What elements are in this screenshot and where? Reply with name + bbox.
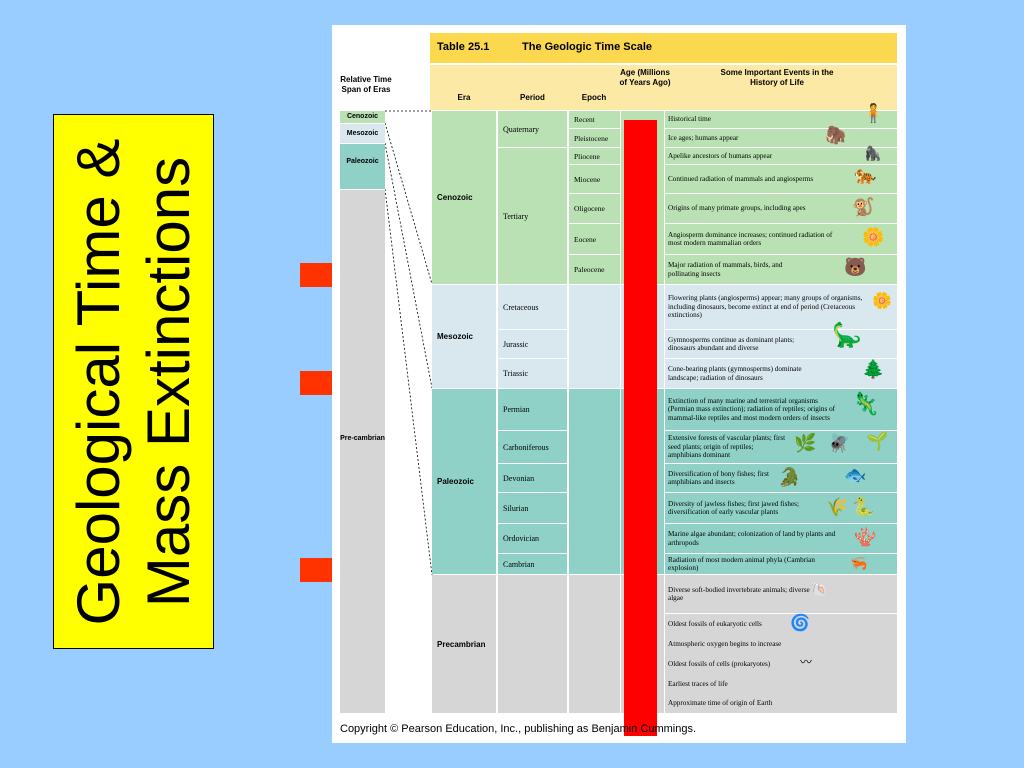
epoch-pliocene: Pliocene [569, 148, 620, 164]
flower-icon: 🌼 [862, 227, 885, 247]
period-jurassic: Jurassic [498, 330, 567, 358]
period-tertiary: Tertiary [498, 148, 567, 284]
col-period: Period [520, 93, 545, 102]
person-icon: 🧍 [862, 103, 885, 123]
event-row: Apelike ancestors of humans appear [665, 148, 897, 164]
era-connector-lines [385, 110, 433, 576]
monkey-icon: 🐒 [852, 197, 875, 217]
tiger-icon: 🐅 [854, 165, 877, 185]
table-name: The Geologic Time Scale [522, 41, 653, 53]
relative-mesozoic: Mesozoic [340, 124, 385, 143]
event-row: Gymnosperms continue as dominant plants;… [665, 330, 897, 358]
event-row: Extensive forests of vascular plants; fi… [665, 431, 897, 463]
period-precambrian-blank [498, 575, 567, 713]
period-ordovician: Ordovician [498, 524, 567, 553]
ape-icon: 🦍 [864, 145, 882, 161]
event-row: Earliest traces of life [665, 674, 897, 694]
event-row: Radiation of most modern animal phyla (C… [665, 554, 897, 574]
period-silurian: Silurian [498, 493, 567, 523]
red-highlight-bar [624, 120, 657, 736]
col-relative-span: Relative Time Span of Eras [340, 75, 392, 94]
era-cenozoic: Cenozoic [432, 111, 496, 284]
eukaryotic-cell-icon: 🌀 [790, 615, 810, 632]
era-mesozoic: Mesozoic [432, 285, 496, 388]
epoch-paleocene: Paleocene [569, 255, 620, 284]
col-epoch: Epoch [581, 93, 607, 102]
era-precambrian: Precambrian [432, 575, 496, 713]
event-row: Diversification of bony fishes; first am… [665, 464, 897, 492]
slide-title-box: Geological Time & Mass Extinctions [53, 114, 214, 649]
geologic-time-scale-table: Table 25.1 The Geologic Time Scale Era P… [332, 25, 906, 743]
period-triassic: Triassic [498, 359, 567, 388]
slide-title: Geological Time & Mass Extinctions [64, 122, 204, 642]
period-cretaceous: Cretaceous [498, 285, 567, 329]
event-row: Oldest fossils of cells (prokaryotes) [665, 654, 897, 674]
period-cambrian: Cambrian [498, 554, 567, 574]
event-row: Major radiation of mammals, birds, and p… [665, 255, 897, 284]
col-events: Some Important Events in the History of … [720, 68, 834, 87]
event-row: Diversity of jawless fishes; first jawed… [665, 493, 897, 523]
mammoth-icon: 🦣 [824, 125, 847, 145]
fish-icon: 🐟 [844, 465, 867, 485]
period-devonian: Devonian [498, 464, 567, 492]
epoch-oligocene: Oligocene [569, 194, 620, 223]
relative-precambrian: Pre-cambrian [340, 190, 385, 713]
early-plant-icon: 🌾 [826, 497, 849, 517]
slide-title-line-1: Geological Time & [64, 138, 132, 625]
relative-paleozoic: Paleozoic [340, 144, 385, 189]
conifer-icon: 🌲 [862, 359, 885, 379]
period-permian: Permian [498, 389, 567, 430]
dinosaur-icon: 🦕 [832, 322, 862, 349]
event-row: Continued radiation of mammals and angio… [665, 165, 897, 193]
event-row: Atmospheric oxygen begins to increase [665, 634, 897, 654]
event-row: Marine algae abundant; colonization of l… [665, 524, 897, 553]
event-row: Flowering plants (angiosperms) appear; m… [665, 285, 897, 329]
algae-icon: 🪸 [854, 527, 877, 547]
col-age: Age (Millions of Years Ago) [619, 68, 671, 87]
epoch-mesozoic-blank [569, 285, 620, 388]
event-row: Angiosperm dominance increases; continue… [665, 224, 897, 254]
copyright-notice: Copyright © Pearson Education, Inc., pub… [340, 723, 697, 735]
event-row: Extinction of many marine and terrestria… [665, 389, 897, 430]
era-paleozoic: Paleozoic [432, 389, 496, 574]
amphibian-icon: 🐊 [778, 467, 801, 487]
dragonfly-icon: 🪰 [828, 433, 851, 453]
epoch-recent: Recent [569, 111, 620, 128]
marine-animal-icon: 🦐 [850, 555, 868, 571]
table-header: Table 25.1 The Geologic Time Scale [430, 33, 897, 63]
reptile-icon: 🦎 [852, 391, 880, 416]
relative-cenozoic: Cenozoic [340, 111, 385, 123]
plant-icon: 🌱 [866, 431, 889, 451]
table-number: Table 25.1 [437, 41, 490, 53]
col-era: Era [457, 93, 471, 102]
flower-icon: 🌼 [872, 293, 892, 310]
event-row: Diverse soft-bodied invertebrate animals… [665, 575, 897, 613]
epoch-miocene: Miocene [569, 165, 620, 193]
period-carboniferous: Carboniferous [498, 431, 567, 463]
soft-bodied-invertebrate-icon: 🐚 [810, 581, 828, 597]
slide-title-line-2: Mass Extinctions [134, 156, 202, 607]
epoch-precambrian-blank [569, 575, 620, 713]
prokaryote-icon: 〰 [800, 655, 813, 669]
event-row: Historical time [665, 111, 897, 128]
event-row: Origins of many primate groups, includin… [665, 194, 897, 223]
event-row: Ice ages; humans appear [665, 129, 897, 147]
epoch-pleistocene: Pleistocene [569, 129, 620, 147]
period-quaternary: Quaternary [498, 111, 567, 147]
event-row: Approximate time of origin of Earth [665, 694, 897, 713]
epoch-eocene: Eocene [569, 224, 620, 254]
event-row: Oldest fossils of eukaryotic cells [665, 614, 897, 634]
epoch-paleozoic-blank [569, 389, 620, 574]
mammal-icon: 🐻 [844, 257, 867, 277]
event-row: Cone-bearing plants (gymnosperms) domina… [665, 359, 897, 388]
jawless-fish-icon: 🐍 [852, 497, 875, 517]
fern-icon: 🌿 [794, 433, 817, 453]
column-headers [430, 65, 897, 110]
